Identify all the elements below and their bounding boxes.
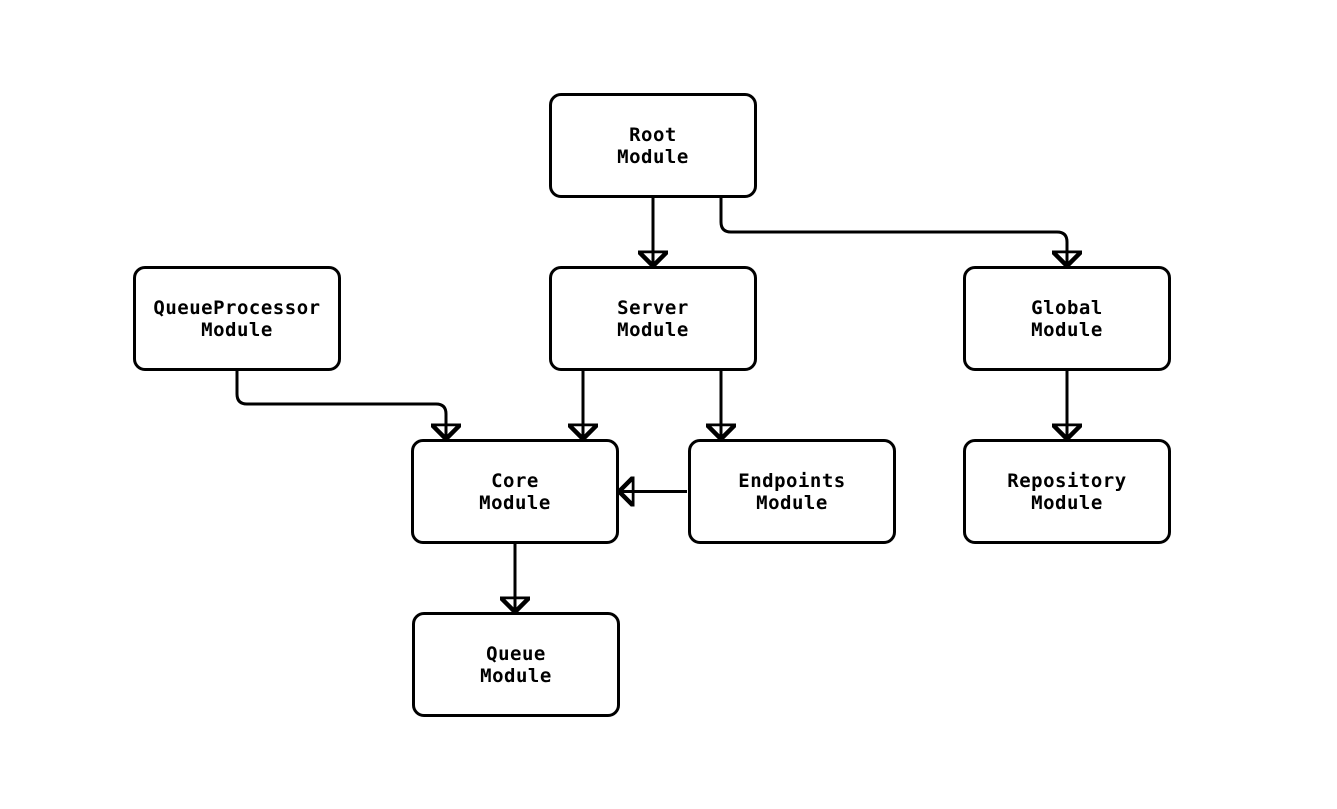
node-root-module-label: Root Module	[617, 123, 689, 168]
node-global-module: Global Module	[963, 266, 1171, 371]
node-queue-module: Queue Module	[412, 612, 620, 717]
node-root-module: Root Module	[549, 93, 757, 198]
node-server-module-label: Server Module	[617, 296, 689, 341]
node-core-module-label: Core Module	[479, 469, 551, 514]
node-server-module: Server Module	[549, 266, 757, 371]
node-queueprocessor-module-label: QueueProcessor Module	[153, 296, 321, 341]
node-queue-module-label: Queue Module	[480, 642, 552, 687]
edge-root-to-global	[719, 198, 1067, 266]
node-repository-module-label: Repository Module	[1007, 469, 1127, 514]
edge-queueprocessor-to-core	[235, 371, 446, 439]
node-global-module-label: Global Module	[1031, 296, 1103, 341]
node-repository-module: Repository Module	[963, 439, 1171, 544]
node-endpoints-module-label: Endpoints Module	[738, 469, 846, 514]
node-core-module: Core Module	[411, 439, 619, 544]
node-queueprocessor-module: QueueProcessor Module	[133, 266, 341, 371]
node-endpoints-module: Endpoints Module	[688, 439, 896, 544]
